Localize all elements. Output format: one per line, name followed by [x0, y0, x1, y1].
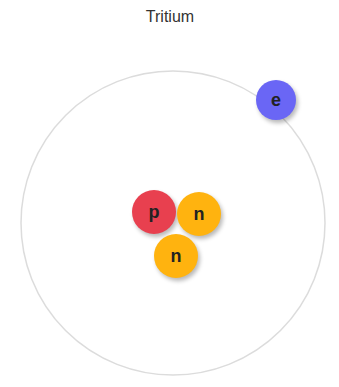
diagram-title: Tritium [146, 8, 194, 26]
neutron-circle: n [154, 234, 198, 278]
electron-circle: e [256, 80, 296, 120]
electron-shell [21, 71, 325, 375]
neutron-circle: n [177, 192, 221, 236]
particle-symbol: e [271, 91, 281, 109]
particle-symbol: n [194, 205, 205, 223]
particle-symbol: n [171, 247, 182, 265]
proton-circle: p [132, 190, 176, 234]
particle-symbol: p [149, 203, 160, 221]
